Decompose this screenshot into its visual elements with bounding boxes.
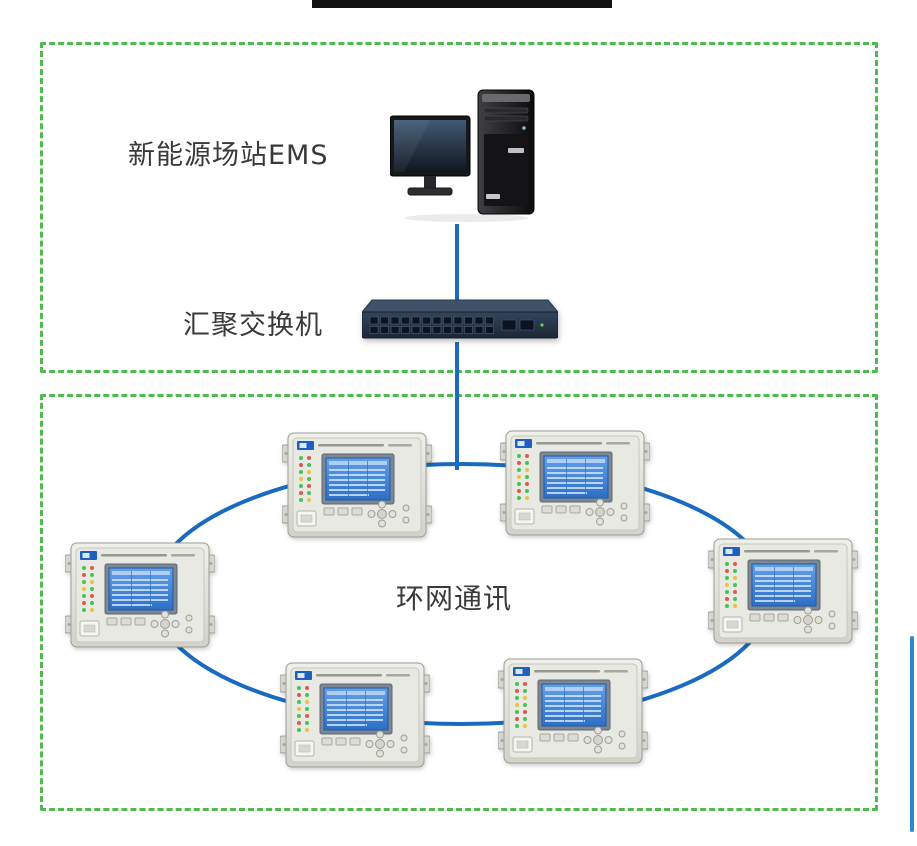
computer-shadow: [404, 214, 528, 222]
switch-status-led: [540, 323, 544, 327]
ems-section-frame: [40, 42, 878, 373]
ems-label: 新能源场站EMS: [128, 140, 329, 171]
computer-tower: [477, 89, 535, 215]
protection-relay-device-top-right: [500, 430, 650, 536]
top-black-bar: [312, 0, 612, 8]
protection-relay-device-right: [708, 538, 858, 644]
desktop-computer-icon: [390, 89, 535, 222]
protection-relay-device-bottom-right: [498, 658, 648, 764]
switch-ports: [369, 316, 494, 334]
ring-section-frame: [40, 394, 878, 811]
switch-front-face: [362, 311, 558, 339]
protection-relay-device-top-left: [282, 432, 432, 538]
network-switch-icon: [362, 299, 558, 339]
computer-monitor: [390, 115, 471, 196]
switch-label: 汇聚交换机: [183, 310, 323, 341]
protection-relay-device-bottom-left: [280, 662, 430, 768]
switch-sfp-slots: [501, 319, 544, 331]
protection-relay-device-left: [65, 542, 215, 648]
scrollbar-thumb-fragment[interactable]: [910, 636, 914, 832]
ring-label: 环网通讯: [396, 582, 513, 615]
switch-top-face: [362, 299, 558, 313]
